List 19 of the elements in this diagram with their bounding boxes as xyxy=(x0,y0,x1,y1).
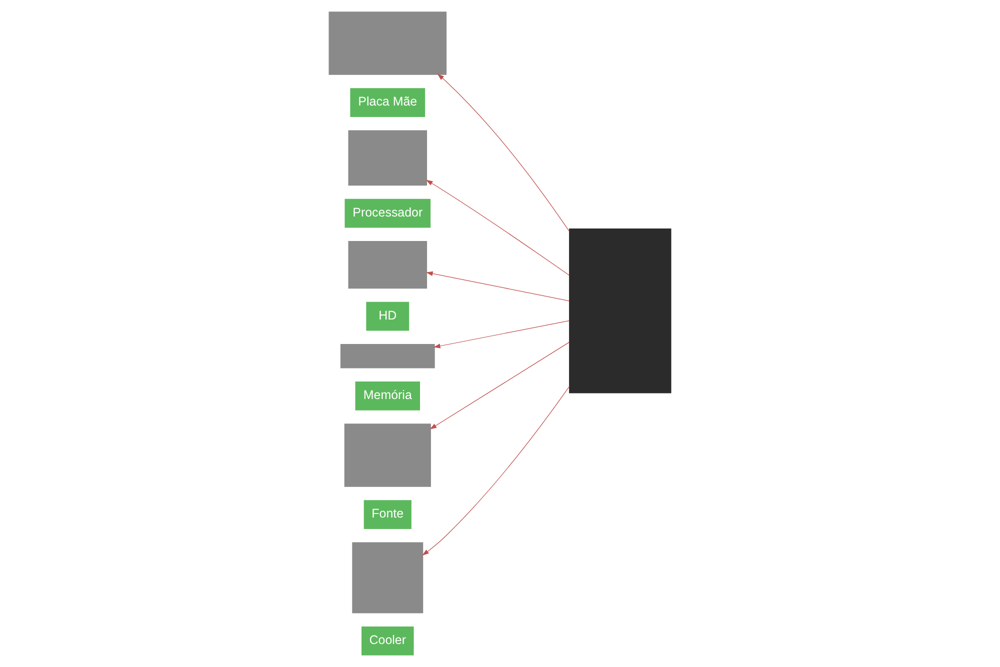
arrow xyxy=(434,320,570,348)
node-box xyxy=(328,12,447,75)
node-box xyxy=(569,228,672,394)
node-box xyxy=(352,542,424,614)
node-label: Placa Mãe xyxy=(358,94,418,109)
node-label: HD xyxy=(378,308,397,322)
arrow xyxy=(426,271,570,302)
arrow xyxy=(430,342,570,430)
node-box xyxy=(348,130,428,186)
node-box xyxy=(344,424,431,487)
node-label: Memória xyxy=(363,388,412,402)
arrow xyxy=(426,180,570,276)
node-box xyxy=(340,344,435,368)
node-label: Fonte xyxy=(372,506,404,520)
node-label: Processador xyxy=(352,205,423,220)
node-label: Cooler xyxy=(369,632,406,647)
arrow xyxy=(422,386,570,556)
node-box xyxy=(348,241,428,289)
arrow xyxy=(437,74,570,232)
